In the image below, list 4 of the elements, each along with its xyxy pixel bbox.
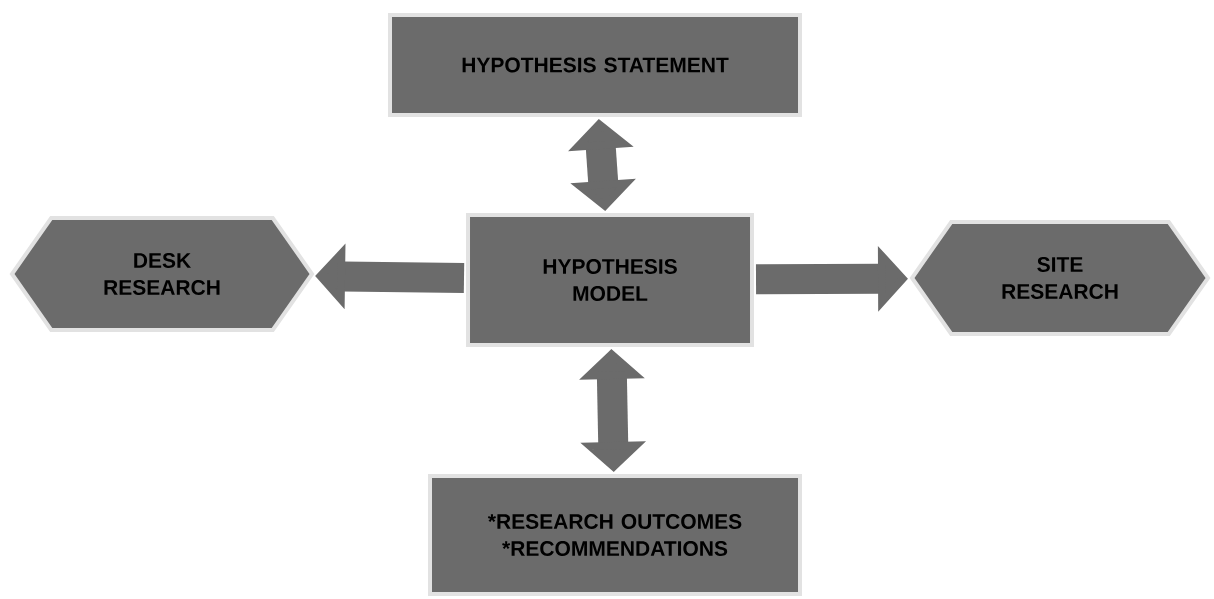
hexagon-box: SITE RESEARCH (909, 220, 1211, 336)
process-box: HYPOTHESIS STATEMENT (388, 13, 802, 117)
process-box: HYPOTHESIS MODEL (466, 213, 754, 347)
process-box: *RESEARCH OUTCOMES *RECOMMENDATIONS (428, 474, 802, 596)
